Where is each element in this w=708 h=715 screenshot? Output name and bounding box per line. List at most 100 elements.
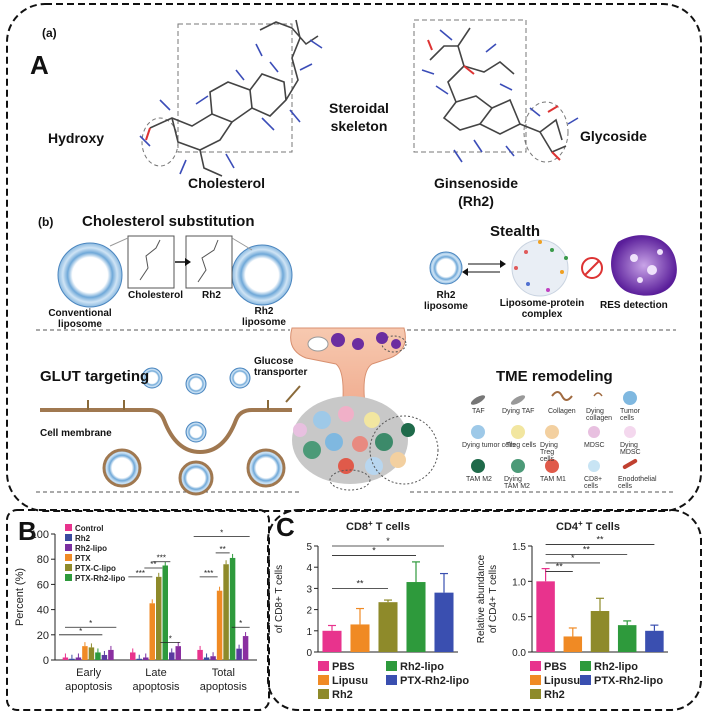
protein-dots — [514, 240, 568, 292]
bar — [62, 657, 69, 660]
significance-mark: * — [220, 529, 223, 538]
rh2-liposome-label-1: Rh2 — [254, 306, 274, 317]
glucose-label-1: Glucose — [254, 356, 294, 367]
legend-swatch — [386, 661, 397, 671]
legend-label: Control — [75, 524, 103, 533]
sub-label-a: (a) — [42, 26, 57, 40]
chol-sub-title: Cholesterol substitution — [82, 213, 255, 230]
significance-mark: ** — [596, 535, 604, 545]
chart-title: CD4+ T cells — [556, 519, 620, 533]
bar — [406, 582, 426, 652]
glut-liposomes — [102, 367, 286, 496]
significance-mark: ** — [150, 560, 156, 569]
y-tick-label: 1.0 — [512, 577, 526, 588]
significance-mark: * — [169, 634, 172, 643]
legend-dying-treg: Dying Treg cells — [540, 442, 558, 463]
legend-label: PTX — [75, 554, 91, 563]
bar — [149, 603, 155, 660]
conventional-liposome-icon — [57, 242, 123, 308]
legend-label: Rh2 — [544, 689, 565, 701]
significance-mark: *** — [204, 569, 213, 578]
sub-label-b: (b) — [38, 215, 54, 229]
bar — [590, 611, 610, 652]
bar — [130, 652, 136, 660]
stealth-rh2-label-1: Rh2 — [436, 290, 456, 301]
bar — [236, 648, 242, 660]
legend-swatch — [318, 661, 329, 671]
x-tick-label: apoptosis — [200, 681, 248, 693]
stealth-rh2-liposome-icon — [429, 251, 463, 285]
cholesterol-small-label: Cholesterol — [128, 290, 184, 301]
legend-label: Rh2-lipo — [400, 661, 444, 673]
stealth-rh2-label-2: liposome — [424, 301, 468, 312]
significance-mark: ** — [583, 544, 591, 554]
x-tick-label: apoptosis — [132, 681, 180, 693]
bar — [322, 630, 342, 652]
tme-title: TME remodeling — [496, 368, 613, 385]
legend-swatch — [580, 661, 591, 671]
legend-tam-m2: TAM M2 — [466, 476, 492, 483]
y-axis-label: Percent (%) — [14, 568, 26, 626]
y-tick-label: 80 — [37, 554, 49, 566]
complex-label-1: Liposome-protein — [499, 298, 585, 309]
bar — [88, 647, 95, 660]
bar — [242, 636, 249, 660]
bar — [175, 646, 181, 660]
bar — [82, 646, 88, 660]
bar — [210, 656, 216, 660]
legend-taf: TAF — [472, 408, 485, 415]
y-tick-label: 20 — [37, 630, 49, 642]
bar — [563, 636, 583, 652]
bar — [223, 564, 229, 660]
y-tick-label: 3 — [306, 584, 312, 595]
legend-mdsc: MDSC — [584, 442, 605, 449]
rh2-small-label: Rh2 — [202, 290, 221, 301]
y-tick-label: 1 — [306, 627, 312, 638]
bar — [69, 658, 75, 660]
glycoside-label: Glycoside — [580, 128, 647, 144]
legend-collagen: Collagen — [548, 408, 576, 415]
bar — [536, 581, 555, 652]
legend-label: Rh2 — [332, 689, 353, 701]
legend-swatch — [65, 534, 72, 541]
rh2-liposome-icon — [231, 244, 293, 306]
legend-swatch — [386, 675, 397, 685]
bar — [136, 658, 142, 660]
legend-treg: Treg cells — [506, 442, 537, 449]
x-tick-label: Total — [212, 667, 235, 679]
bar — [350, 624, 370, 652]
legend-swatch — [318, 675, 329, 685]
conventional-label-2: liposome — [58, 319, 102, 330]
glucose-label-2: transporter — [254, 367, 308, 378]
y-tick-label: 5 — [306, 542, 312, 553]
x-tick-label: apoptosis — [65, 681, 113, 693]
hydroxy-label: Hydroxy — [48, 130, 105, 146]
legend-dying-taf: Dying TAF — [502, 408, 535, 415]
steroidal-label-1: Steroidal — [329, 100, 389, 116]
ginsenoside-label-2: (Rh2) — [458, 193, 494, 209]
legend-label: Rh2-lipo — [594, 661, 638, 673]
legend-label: PBS — [332, 661, 355, 673]
bar — [169, 652, 175, 660]
legend-endothelial: Enodothelial cells — [618, 476, 657, 490]
legend-label: Lipusu — [332, 675, 368, 687]
legend-tumor-cells: Tumor cells — [620, 408, 640, 422]
bar — [229, 557, 236, 660]
legend-dying-tam-m2: Dying TAM M2 — [504, 476, 530, 490]
significance-mark: * — [89, 619, 92, 628]
steroidal-label-2: skeleton — [330, 118, 388, 134]
legend-swatch — [530, 689, 541, 699]
bar — [434, 592, 454, 652]
y-tick-label: 2 — [306, 606, 312, 617]
y-axis-label: Relative abundance — [476, 554, 487, 643]
significance-mark: * — [372, 546, 376, 556]
legend-swatch — [65, 554, 72, 561]
legend-swatch — [65, 524, 72, 531]
legend-dying-collagen: Dying collagen — [586, 408, 613, 422]
legend-label: PTX-C-lipo — [75, 564, 116, 573]
y-tick-label: 40 — [37, 605, 49, 617]
legend-label: PBS — [544, 661, 567, 673]
significance-mark: * — [386, 536, 390, 546]
y-tick-label: 100 — [31, 529, 49, 541]
